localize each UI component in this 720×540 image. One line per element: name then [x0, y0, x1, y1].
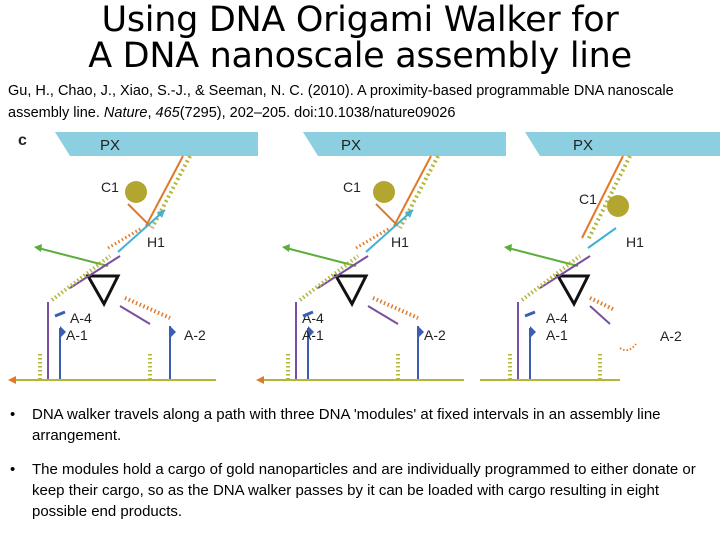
c1-strand — [393, 155, 432, 227]
walker-triangle — [555, 274, 591, 308]
walker-green-strand — [285, 247, 357, 267]
bullet-text: DNA walker travels along a path with thr… — [32, 406, 661, 444]
walker-triangle — [333, 274, 369, 308]
gold-nanoparticle — [125, 181, 147, 203]
a1-label: A-1 — [66, 327, 88, 343]
c1-strand — [145, 155, 184, 227]
walker-green-strand — [37, 247, 109, 267]
h1-label: H1 — [626, 234, 644, 250]
bullet-item: • DNA walker travels along a path with th… — [10, 404, 710, 446]
px-label: PX — [341, 137, 361, 154]
px-label: PX — [573, 137, 593, 154]
cargo-linker — [127, 203, 151, 227]
bullet-item: • The modules hold a cargo of gold nanop… — [10, 459, 710, 522]
a2-label: A-2 — [424, 327, 446, 343]
assembly-line-figure: c PX C1 H1 A-4 A-1 A-2 PX — [8, 132, 720, 384]
h1-arrow — [157, 210, 165, 218]
walker-panel-1: PX C1 H1 A-4 A-1 A-2 — [8, 132, 258, 384]
citation-journal: Nature — [103, 105, 148, 121]
released-strand — [619, 343, 637, 352]
citation-authors: Gu, H., Chao, J., Xiao, S.-J., & Seeman,… — [8, 83, 674, 121]
citation-rest: (7295), 202–205. doi:10.1038/nature09026 — [179, 105, 456, 121]
a2-label: A-2 — [660, 328, 682, 344]
walker-body — [69, 255, 121, 289]
a2-label: A-2 — [184, 327, 206, 343]
h1-strand — [365, 209, 414, 253]
h1-strand — [587, 227, 617, 249]
h1-label: H1 — [147, 234, 165, 250]
citation-volume: 465 — [155, 105, 180, 121]
bullet-text: The modules hold a cargo of gold nanopar… — [32, 461, 696, 520]
px-bar — [303, 132, 506, 156]
h1-strand — [117, 209, 166, 253]
a4-label: A-4 — [546, 310, 568, 326]
c1-label: C1 — [101, 179, 119, 195]
walker-leg — [107, 226, 143, 250]
walker-triangle — [85, 274, 121, 308]
cargo-linker — [375, 203, 399, 227]
c1-arm — [398, 155, 440, 229]
citation: Gu, H., Chao, J., Xiao, S.-J., & Seeman,… — [8, 83, 674, 121]
h1-label: H1 — [391, 234, 409, 250]
gold-nanoparticle — [373, 181, 395, 203]
bullet-marker: • — [10, 461, 16, 478]
a4-label: A-4 — [70, 310, 92, 326]
walker-leg — [355, 226, 391, 250]
a1-label: A-1 — [302, 327, 324, 343]
px-bar — [525, 132, 720, 156]
px-bar — [55, 132, 258, 156]
walker-panel-3: PX C1 H1 A-4 A-1 A-2 — [480, 132, 720, 381]
gold-nanoparticle — [607, 195, 629, 217]
slide-title-line-1: Using DNA Origami Walker for — [101, 0, 619, 40]
slide-title-line-2: A DNA nanoscale assembly line — [88, 36, 632, 76]
bullet-list: • DNA walker travels along a path with th… — [10, 404, 710, 522]
c1-label: C1 — [343, 179, 361, 195]
a1-label: A-1 — [546, 327, 568, 343]
walker-panel-2: PX C1 H1 A-4 A-1 A-2 — [256, 132, 506, 384]
c1-label: C1 — [579, 191, 597, 207]
px-label: PX — [100, 137, 120, 154]
c1-arm — [150, 155, 192, 229]
c1-arm — [586, 155, 632, 241]
bullet-marker: • — [10, 406, 16, 423]
panel-label: c — [18, 132, 27, 149]
